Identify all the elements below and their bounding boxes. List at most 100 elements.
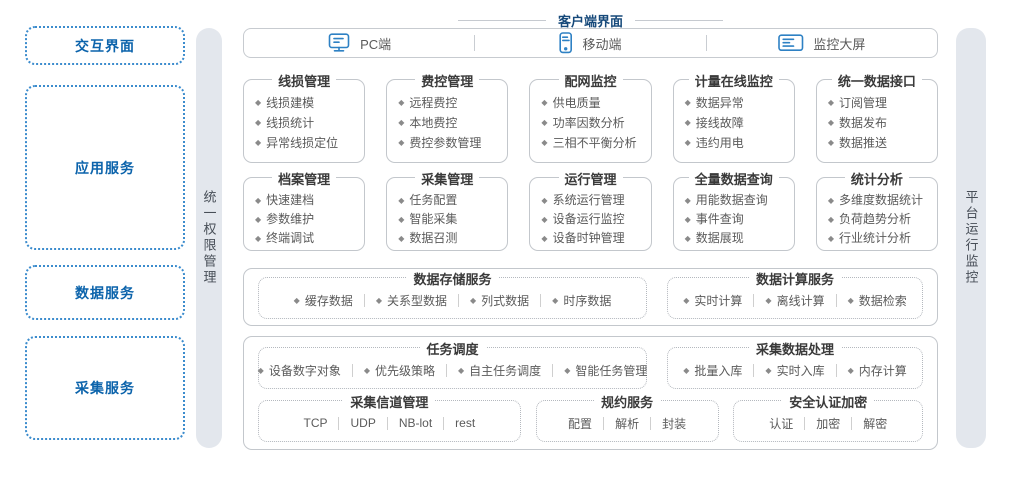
service-item: ◆数据异常: [685, 93, 790, 113]
collect-services-row-1: 任务调度◆设备数字对象◆优先级策略◆自主任务调度◆智能任务管理采集数据处理◆批量…: [244, 339, 937, 389]
group-item: ◆数据检索: [837, 292, 918, 309]
group-item-divider: [650, 416, 652, 430]
group-item-label: 认证: [769, 416, 794, 431]
group-item-label: 解密: [863, 416, 888, 431]
group-item-label: 加密: [816, 416, 841, 431]
group-item-divider: [446, 363, 448, 377]
service-item-label: 快速建档: [266, 193, 315, 207]
group-item: ◆列式数据: [459, 292, 540, 309]
client-item: 移动端: [475, 32, 705, 54]
diamond-bullet-icon: ◆: [827, 215, 834, 224]
client-divider: [474, 35, 476, 51]
group-item-label: 关系型数据: [386, 293, 447, 308]
group-box: 数据存储服务◆缓存数据◆关系型数据◆列式数据◆时序数据: [258, 269, 648, 319]
diamond-bullet-icon: ◆: [684, 234, 691, 243]
service-item: ◆数据展现: [685, 229, 790, 248]
service-item: ◆异常线损定位: [255, 133, 360, 153]
service-item-label: 设备运行监控: [552, 212, 625, 226]
group-item-label: 解析: [615, 416, 640, 431]
service-item: ◆远程费控: [398, 93, 503, 113]
service-item: ◆负荷趋势分析: [828, 210, 933, 229]
service-item: ◆接线故障: [685, 113, 790, 133]
side-bar-platform-monitor: 平台运行监控: [956, 28, 986, 448]
group-item-divider: [753, 363, 755, 377]
group-title: 规约服务: [594, 392, 661, 411]
diamond-bullet-icon: ◆: [827, 234, 834, 243]
group-item-label: 缓存数据: [304, 293, 353, 308]
service-box-title: 统一数据接口: [831, 71, 922, 90]
group-item-label: 封装: [662, 416, 687, 431]
diamond-bullet-icon: ◆: [293, 295, 300, 305]
group-item: ◆内存计算: [837, 362, 918, 379]
client-item: PC端: [244, 33, 474, 53]
group-item-label: 内存计算: [858, 363, 907, 378]
diamond-bullet-icon: ◆: [765, 295, 772, 305]
left-panel-3: 采集服务: [25, 336, 185, 440]
service-box: 统计分析◆多维度数据统计◆负荷趋势分析◆行业统计分析: [815, 169, 939, 251]
group-item-divider: [753, 293, 755, 307]
group-item: UDP: [339, 416, 386, 430]
service-box: 统一数据接口◆订阅管理◆数据发布◆数据推送: [815, 71, 939, 163]
title-line-left: [457, 20, 546, 21]
diamond-bullet-icon: ◆: [398, 234, 405, 243]
group-title: 采集信道管理: [343, 392, 436, 411]
service-item-label: 终端调试: [266, 231, 315, 245]
service-item: ◆ 事件查询: [685, 210, 790, 229]
group-item-label: 数据检索: [858, 293, 907, 308]
service-item: ◆供电质量: [541, 93, 646, 113]
left-panel-0: 交互界面: [25, 26, 185, 65]
group-title: 采集数据处理: [748, 339, 841, 358]
app-services-row-2: 档案管理◆快速建档◆参数维护◆终端调试采集管理◆任务配置◆智能采集◆数据召测运行…: [243, 169, 939, 251]
diamond-bullet-icon: ◆: [398, 196, 405, 205]
service-item-label: 设备时钟管理: [552, 231, 625, 245]
group-item-label: 自主任务调度: [469, 363, 542, 378]
diamond-bullet-icon: ◆: [683, 295, 690, 305]
diamond-bullet-icon: ◆: [552, 295, 559, 305]
service-item: ◆ 智能采集: [398, 210, 503, 229]
service-item-label: 费控参数管理: [409, 136, 482, 150]
diamond-bullet-icon: ◆: [541, 196, 548, 205]
group-item-divider: [851, 416, 853, 430]
service-item: ◆线损建模: [255, 93, 360, 113]
service-box-title: 运行管理: [558, 169, 623, 188]
group-item: 加密: [805, 415, 851, 432]
diamond-bullet-icon: ◆: [541, 118, 548, 127]
group-box: 数据计算服务◆实时计算◆离线计算◆数据检索: [666, 269, 923, 319]
group-item: TCP: [292, 416, 338, 430]
service-item-label: 系统运行管理: [552, 193, 625, 207]
service-item: ◆任务配置: [398, 191, 503, 210]
service-item-label: 智能采集: [409, 212, 458, 226]
diamond-bullet-icon: ◆: [684, 215, 691, 224]
service-item: ◆用能数据查询: [685, 191, 790, 210]
service-item: ◆数据推送: [828, 133, 933, 153]
group-item-divider: [351, 363, 353, 377]
group-item-divider: [443, 416, 445, 430]
data-services-row: 数据存储服务◆缓存数据◆关系型数据◆列式数据◆时序数据数据计算服务◆实时计算◆离…: [244, 269, 937, 319]
service-item-label: 事件查询: [695, 212, 744, 226]
diamond-bullet-icon: ◆: [398, 98, 405, 107]
group-item: 解析: [604, 415, 650, 432]
group-title: 安全认证加密: [782, 392, 875, 411]
service-item: ◆订阅管理: [828, 93, 933, 113]
group-item: ◆智能任务管理: [553, 362, 658, 379]
service-box-title: 配网监控: [558, 71, 623, 90]
service-item: ◆三相不平衡分析: [541, 133, 646, 153]
service-item: ◆本地费控: [398, 113, 503, 133]
service-box-title: 费控管理: [415, 71, 480, 90]
service-item: ◆参数维护: [255, 210, 360, 229]
service-item-label: 线损建模: [266, 96, 315, 110]
group-item-label: 实时入库: [776, 363, 825, 378]
diamond-bullet-icon: ◆: [458, 365, 465, 375]
service-item-label: 用能数据查询: [695, 193, 768, 207]
group-item-divider: [835, 293, 837, 307]
group-item-label: 批量入库: [694, 363, 743, 378]
service-item-label: 接线故障: [695, 116, 744, 130]
service-box: 采集管理◆任务配置◆智能采集◆数据召测: [386, 169, 509, 251]
client-box: PC端移动端监控大屏: [243, 28, 938, 58]
service-item: ◆快速建档: [255, 191, 360, 210]
diamond-bullet-icon: ◆: [398, 215, 405, 224]
main-content: 客户端界面 PC端移动端监控大屏 线损管理◆线损建模◆线损统计◆异常线损定位费控…: [243, 0, 939, 481]
group-item-divider: [458, 293, 459, 307]
group-item-label: 实时计算: [694, 293, 743, 308]
service-item: ◆功率因数分析: [541, 113, 646, 133]
